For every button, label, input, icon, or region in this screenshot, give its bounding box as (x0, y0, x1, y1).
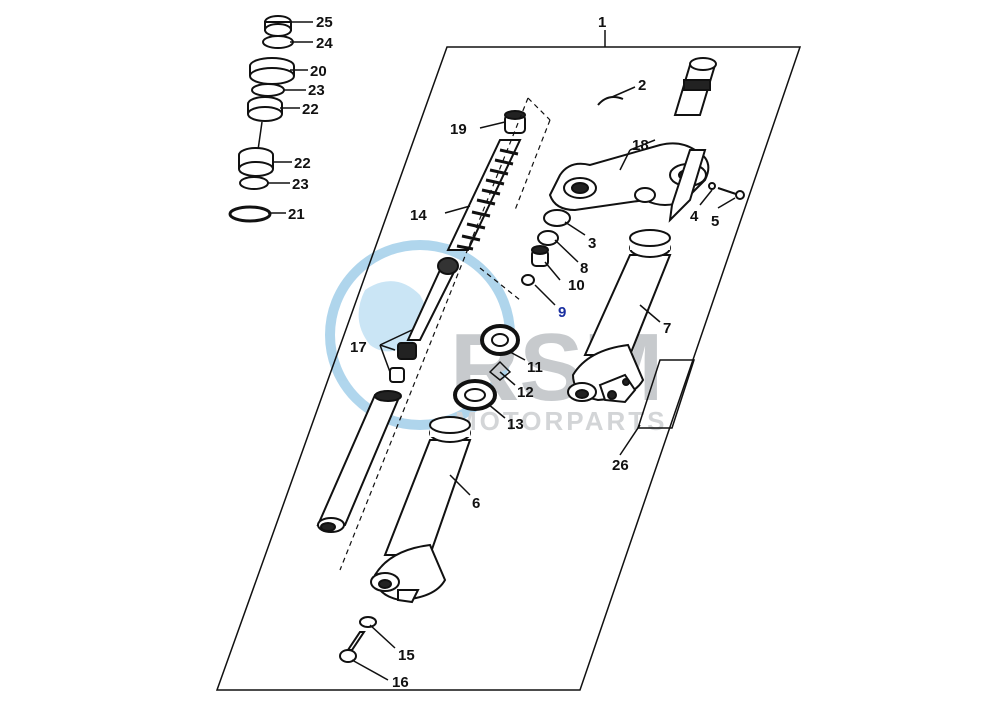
callout-21: 21 (288, 206, 305, 223)
callout-15: 15 (398, 647, 415, 664)
callout-25: 25 (316, 14, 333, 31)
callout-2: 2 (638, 77, 646, 94)
callout-24: 24 (316, 35, 333, 52)
screw-5 (717, 187, 737, 195)
callout-9: 9 (558, 304, 566, 321)
small-parts (521, 182, 745, 286)
callout-5: 5 (711, 213, 719, 230)
right-fork-upper (548, 57, 717, 212)
sticker-26 (636, 359, 696, 429)
callout-23b: 23 (292, 176, 309, 193)
callout-11: 11 (527, 359, 543, 376)
callout-23a: 23 (308, 82, 325, 99)
callout-8: 8 (580, 260, 588, 277)
bearing-23a (251, 83, 285, 97)
callout-6: 6 (472, 495, 480, 512)
bolt-16 (339, 616, 377, 663)
watermark-sub: MOTORPARTS (455, 406, 667, 436)
left-fork-inner (316, 390, 402, 533)
callout-18: 18 (632, 137, 649, 154)
assembly-outline (215, 46, 802, 691)
dashed-guides (339, 97, 551, 571)
callout-1: 1 (598, 14, 606, 31)
callout-17: 17 (350, 339, 367, 356)
left-outer-tube-6 (370, 416, 472, 604)
callout-3: 3 (588, 235, 596, 252)
callout-14: 14 (410, 207, 427, 224)
watermark-globe-land (358, 281, 427, 352)
steering-stack (228, 15, 295, 223)
callout-13: 13 (507, 416, 524, 433)
ring-8 (537, 230, 559, 246)
washer-15 (359, 616, 377, 628)
callout-12: 12 (517, 384, 534, 401)
damper-rod-17 (389, 257, 459, 383)
washer-3 (543, 209, 571, 227)
callout-19: 19 (450, 121, 467, 138)
seals (453, 324, 520, 411)
callout-22b: 22 (294, 155, 311, 172)
washer-24 (262, 35, 294, 49)
callout-labels: 1 25 24 20 23 22 22 23 21 2 19 18 14 4 5… (288, 14, 719, 691)
circlip-2 (597, 96, 624, 106)
callout-20: 20 (310, 63, 327, 80)
callout-22a: 22 (302, 101, 319, 118)
callout-26: 26 (612, 457, 629, 474)
leader-lines (268, 21, 736, 681)
callout-4: 4 (690, 208, 699, 225)
bearing-23b (239, 176, 269, 190)
washer-4 (708, 182, 716, 190)
callout-10: 10 (568, 277, 585, 294)
callout-16: 16 (392, 674, 409, 691)
oring-9 (521, 274, 535, 286)
callout-7: 7 (663, 320, 671, 337)
right-outer-tube-7 (567, 149, 707, 404)
clip-12 (488, 360, 512, 381)
seal-21 (228, 205, 272, 223)
